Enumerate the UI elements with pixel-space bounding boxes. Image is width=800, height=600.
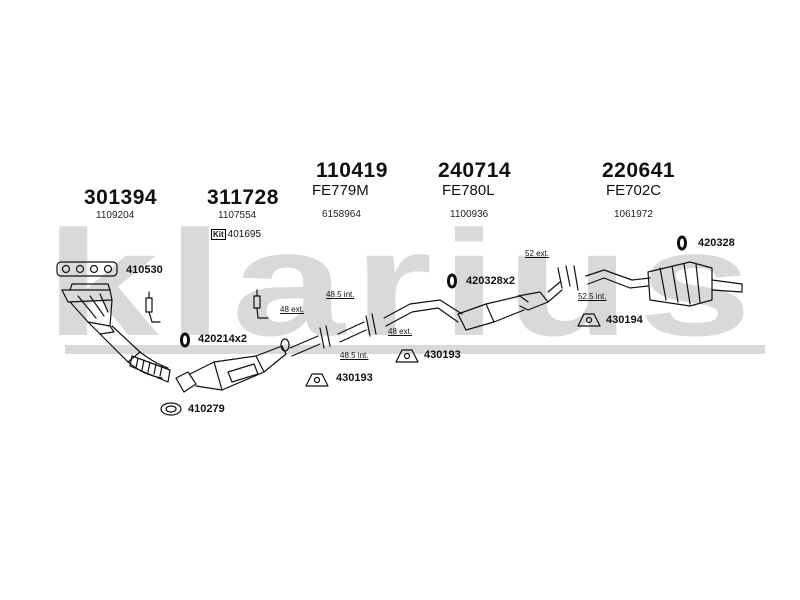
part-number-220641: 220641 — [602, 159, 676, 182]
part-ref-1061972: 1061972 — [614, 209, 653, 220]
front-pipe — [289, 299, 463, 357]
manifold-gasket — [56, 261, 118, 277]
part-number-311728: 311728 — [207, 186, 279, 209]
part-code-FE780L: FE780L — [442, 182, 495, 199]
accessory-420214x2: 420214x2 — [198, 333, 247, 345]
measure-48-ext-top: 48 ext. — [280, 305, 305, 314]
part-ref-1100936: 1100936 — [450, 209, 489, 220]
accessory-410279: 410279 — [188, 403, 225, 415]
accessory-430193-left: 430193 — [336, 372, 373, 384]
measure-48-ext-bottom: 48 ext. — [388, 327, 413, 336]
rubber-mount-430193-left — [305, 373, 329, 387]
part-code-FE779M: FE779M — [312, 182, 369, 199]
part-ref-1109204: 1109204 — [96, 210, 135, 221]
lambda-sensor-centre — [253, 289, 269, 319]
kit-badge: Kit — [211, 229, 226, 240]
clamp-420214 — [180, 332, 190, 348]
watermark-logo: klarius — [45, 205, 765, 365]
centre-silencer — [457, 281, 563, 331]
part-number-301394: 301394 — [84, 186, 158, 209]
catalytic-converter — [175, 345, 287, 393]
accessory-410530: 410530 — [126, 264, 163, 276]
down-pipe — [99, 325, 171, 383]
clamp-markers — [319, 265, 579, 349]
measure-48-5-int-top: 48.5 int. — [326, 290, 355, 299]
accessory-430194: 430194 — [606, 314, 643, 326]
ring-gasket-410279 — [160, 402, 182, 416]
part-number-110419: 110419 — [316, 159, 388, 182]
rear-silencer — [585, 261, 743, 307]
accessory-420328x2: 420328x2 — [466, 275, 515, 287]
part-ref-6158964: 6158964 — [322, 209, 361, 220]
lambda-sensor-left — [145, 291, 161, 323]
measure-48-5-int-bottom: 48.5 int. — [340, 351, 369, 360]
watermark-underline — [65, 345, 765, 354]
kit-row: Kit 401695 — [211, 229, 261, 240]
rubber-mount-430193-right — [395, 349, 419, 363]
clamp-420328x2 — [447, 273, 457, 289]
accessory-430193-right: 430193 — [424, 349, 461, 361]
part-number-240714: 240714 — [438, 159, 512, 182]
accessory-420328: 420328 — [698, 237, 735, 249]
exhaust-manifold — [61, 283, 115, 335]
measure-52-5-int: 52.5 int. — [578, 292, 607, 301]
measure-52-ext: 52 ext. — [525, 249, 550, 258]
rubber-mount-430194 — [577, 313, 601, 327]
part-code-FE702C: FE702C — [606, 182, 662, 199]
kit-number: 401695 — [227, 228, 262, 240]
watermark-text: klarius — [45, 205, 760, 365]
part-ref-1107554: 1107554 — [218, 210, 257, 221]
clamp-420328 — [677, 235, 687, 251]
